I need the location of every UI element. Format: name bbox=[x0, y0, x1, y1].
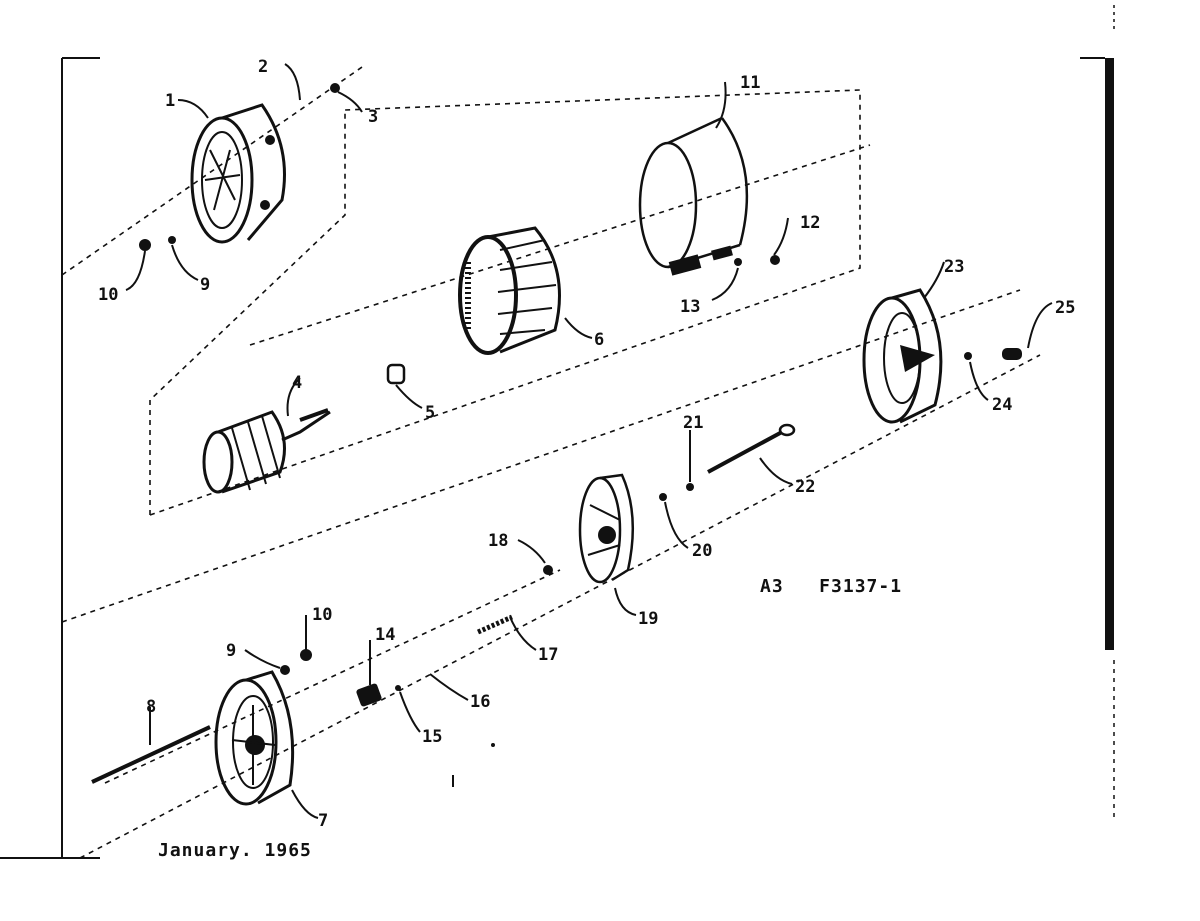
callout-10-top: 10 bbox=[98, 285, 118, 305]
callout-20: 20 bbox=[692, 541, 712, 561]
callout-5: 5 bbox=[425, 403, 435, 423]
callout-21: 21 bbox=[683, 413, 703, 433]
callout-23: 23 bbox=[944, 257, 964, 277]
callout-13: 13 bbox=[680, 297, 700, 317]
end-bell-part-23 bbox=[862, 288, 943, 424]
callout-4: 4 bbox=[292, 373, 302, 393]
callout-2: 2 bbox=[258, 57, 268, 77]
rod-part-8 bbox=[91, 725, 211, 784]
washer-part-18 bbox=[543, 565, 553, 575]
screw-part-10-top bbox=[139, 239, 151, 251]
diagram-date: January. 1965 bbox=[158, 840, 312, 861]
screw-part-12 bbox=[770, 255, 780, 265]
right-border-bar bbox=[1105, 58, 1114, 650]
washer-part-21 bbox=[686, 483, 694, 491]
callout-8: 8 bbox=[146, 697, 156, 717]
screw-part-25 bbox=[1002, 348, 1022, 360]
callout-labels: 1 2 3 9 10 11 12 13 6 4 5 23 25 24 21 22… bbox=[98, 57, 1075, 831]
assembly-lines bbox=[61, 64, 1041, 859]
callout-17: 17 bbox=[538, 645, 558, 665]
screw-part-3 bbox=[330, 83, 340, 93]
speck bbox=[452, 775, 454, 787]
speck bbox=[491, 743, 495, 747]
callout-14: 14 bbox=[375, 625, 395, 645]
leader-lines bbox=[125, 63, 1053, 819]
washer-part-20 bbox=[659, 493, 667, 501]
washer-part-24 bbox=[964, 352, 972, 360]
callout-18: 18 bbox=[488, 531, 508, 551]
callout-16: 16 bbox=[470, 692, 490, 712]
frame bbox=[0, 5, 1115, 859]
figure-code: A3 F3137-1 bbox=[760, 576, 902, 597]
callout-10-bottom: 10 bbox=[312, 605, 332, 625]
end-cap-part-7 bbox=[214, 670, 295, 806]
bolt-part-22 bbox=[707, 423, 796, 474]
screw-part-13 bbox=[734, 258, 742, 266]
screw-part-10-bottom bbox=[300, 649, 312, 661]
callout-11: 11 bbox=[740, 73, 760, 93]
callout-22: 22 bbox=[795, 477, 815, 497]
pin-part-16 bbox=[395, 685, 401, 691]
callout-9-top: 9 bbox=[200, 275, 210, 295]
spring-part-17 bbox=[476, 614, 514, 635]
washer-part-9-top bbox=[168, 236, 176, 244]
bearing-part-5 bbox=[386, 363, 406, 385]
washer-part-9-bottom bbox=[280, 665, 290, 675]
callout-1: 1 bbox=[165, 91, 175, 111]
callout-3: 3 bbox=[368, 107, 378, 127]
stator-coil-part-6 bbox=[458, 226, 561, 355]
bracket-part-19 bbox=[578, 473, 635, 584]
callout-12: 12 bbox=[800, 213, 820, 233]
callout-24: 24 bbox=[992, 395, 1012, 415]
brush-holder-part-14 bbox=[356, 683, 382, 707]
callout-9-bottom: 9 bbox=[226, 641, 236, 661]
rotor-part-4 bbox=[202, 408, 331, 494]
callout-25: 25 bbox=[1055, 298, 1075, 318]
callout-15: 15 bbox=[422, 727, 442, 747]
callout-19: 19 bbox=[638, 609, 658, 629]
end-housing-part-1 bbox=[190, 103, 286, 244]
callout-6: 6 bbox=[594, 330, 604, 350]
shell-ring-part-11 bbox=[638, 116, 749, 276]
callout-7: 7 bbox=[318, 811, 328, 831]
